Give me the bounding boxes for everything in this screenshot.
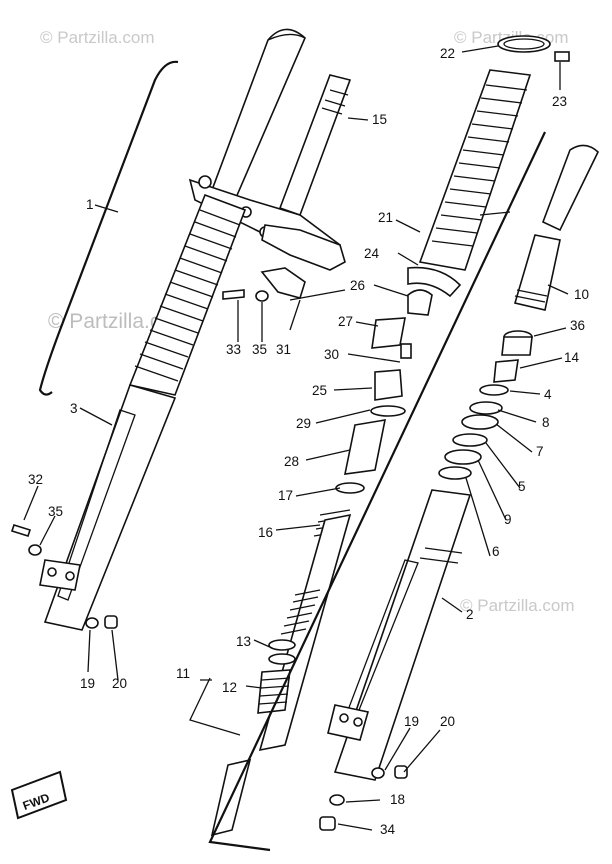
label-32: 32 bbox=[28, 472, 43, 487]
label-26: 26 bbox=[350, 278, 365, 293]
screw-23 bbox=[554, 51, 570, 62]
label-2: 2 bbox=[466, 607, 474, 622]
label-23: 23 bbox=[552, 94, 567, 109]
label-5: 5 bbox=[518, 479, 526, 494]
label-28: 28 bbox=[284, 454, 299, 469]
clamp-24 bbox=[407, 266, 462, 298]
watermark-top-left: © Partzilla.com bbox=[40, 28, 155, 47]
label-29: 29 bbox=[296, 416, 311, 431]
label-17: 17 bbox=[278, 488, 293, 503]
washer-17 bbox=[335, 482, 365, 494]
bolt-33 bbox=[222, 289, 245, 300]
ring-6 bbox=[438, 466, 472, 480]
washer-19-right bbox=[371, 767, 385, 779]
outer-tube-left bbox=[43, 384, 177, 631]
axle-boss bbox=[39, 559, 81, 591]
label-35-center: 35 bbox=[252, 342, 267, 357]
label-1: 1 bbox=[86, 197, 94, 212]
damper-parts bbox=[189, 219, 462, 837]
clamp-31 bbox=[260, 267, 306, 299]
bushing-14 bbox=[493, 359, 519, 383]
part-labels: 1 2 3 4 5 6 7 8 9 10 11 12 13 14 15 16 1… bbox=[28, 46, 589, 837]
rebound-spring bbox=[280, 589, 321, 635]
piston-25 bbox=[374, 369, 403, 401]
washer-35-left bbox=[28, 544, 42, 556]
label-3: 3 bbox=[70, 401, 78, 416]
ring-13b bbox=[268, 653, 296, 665]
fork-boot-left bbox=[128, 193, 247, 396]
under-bracket bbox=[261, 224, 346, 271]
bolt-20-left bbox=[104, 615, 118, 629]
outer-tube-highlight bbox=[57, 409, 136, 601]
label-21: 21 bbox=[378, 210, 393, 225]
axle-hole bbox=[65, 571, 75, 581]
bracket-1 bbox=[38, 60, 179, 396]
gasket-18 bbox=[329, 794, 345, 806]
label-9: 9 bbox=[504, 512, 512, 527]
washer-19-left bbox=[85, 617, 99, 629]
label-19-left: 19 bbox=[80, 676, 95, 691]
steering-stem-group bbox=[222, 74, 369, 342]
ring-29 bbox=[370, 405, 406, 417]
inner-tube bbox=[210, 28, 306, 202]
watermark-bottom-right: © Partzilla.com bbox=[460, 596, 575, 615]
bolt-20-right bbox=[394, 765, 408, 779]
axle-boss-right bbox=[327, 704, 370, 741]
label-10: 10 bbox=[574, 287, 589, 302]
label-24: 24 bbox=[364, 246, 380, 261]
label-12: 12 bbox=[222, 680, 237, 695]
ring-5 bbox=[452, 433, 488, 447]
label-22: 22 bbox=[440, 46, 455, 61]
label-18: 18 bbox=[390, 792, 405, 807]
ring-8 bbox=[469, 401, 503, 415]
label-34: 34 bbox=[380, 822, 396, 837]
label-16: 16 bbox=[258, 525, 273, 540]
tube-cap bbox=[267, 33, 306, 41]
bolt-34 bbox=[319, 816, 336, 831]
label-14: 14 bbox=[564, 350, 580, 365]
right-fork-exploded bbox=[208, 35, 599, 852]
fork-boot-right bbox=[418, 69, 532, 271]
label-6: 6 bbox=[492, 544, 500, 559]
label-7: 7 bbox=[536, 444, 544, 459]
axle-hole bbox=[47, 567, 57, 577]
bushing-10 bbox=[513, 234, 561, 311]
ring-13 bbox=[268, 639, 296, 651]
cap-26 bbox=[407, 289, 433, 316]
washer-35-center bbox=[255, 290, 269, 302]
ring-4 bbox=[479, 384, 509, 396]
valve-30 bbox=[400, 343, 412, 359]
left-fork-assembly bbox=[10, 28, 342, 681]
label-33: 33 bbox=[226, 342, 241, 357]
label-20-right: 20 bbox=[440, 714, 455, 729]
label-15: 15 bbox=[372, 112, 387, 127]
label-30: 30 bbox=[324, 347, 339, 362]
label-31: 31 bbox=[276, 342, 291, 357]
label-35-left: 35 bbox=[48, 504, 63, 519]
seat-27 bbox=[371, 317, 406, 349]
label-36: 36 bbox=[570, 318, 585, 333]
bolt-32 bbox=[10, 524, 32, 537]
label-19-right: 19 bbox=[404, 714, 419, 729]
clamp-bolt bbox=[198, 175, 212, 189]
label-4: 4 bbox=[544, 387, 552, 402]
ring-7 bbox=[461, 414, 499, 430]
collar-28 bbox=[343, 419, 387, 475]
label-20-left: 20 bbox=[112, 676, 127, 691]
label-27: 27 bbox=[338, 314, 353, 329]
inner-tube-10 bbox=[541, 144, 599, 232]
bracket-2 bbox=[208, 131, 546, 852]
ring-9 bbox=[444, 449, 482, 465]
steering-stem bbox=[278, 74, 352, 217]
label-11: 11 bbox=[176, 666, 190, 681]
outer-tube-right bbox=[333, 489, 472, 781]
label-25: 25 bbox=[312, 383, 327, 398]
fwd-badge: FWD bbox=[10, 770, 68, 820]
label-13: 13 bbox=[236, 634, 251, 649]
label-8: 8 bbox=[542, 415, 550, 430]
